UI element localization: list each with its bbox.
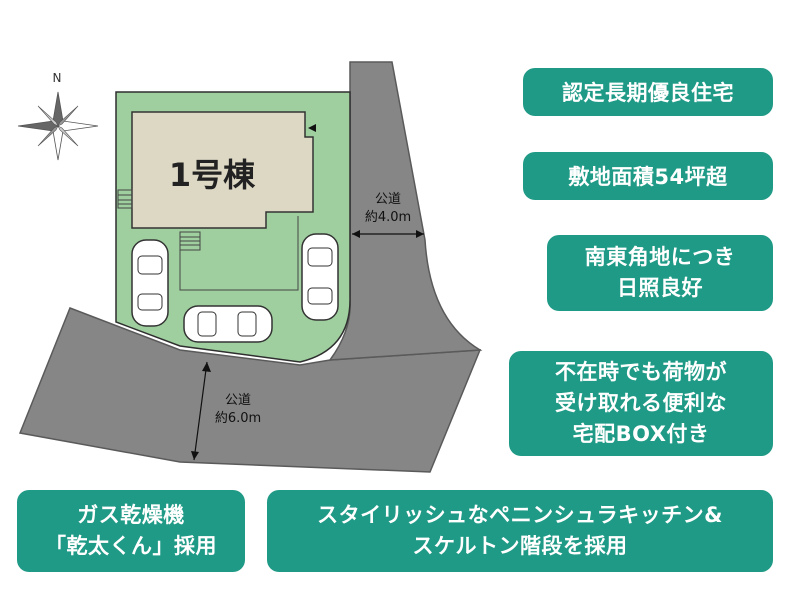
east-road-name: 公道 [375, 192, 401, 207]
feature-badge-long-life-housing: 認定長期優良住宅 [523, 68, 773, 116]
east-road-width: 約4.0m [365, 210, 411, 225]
compass-north-label: N [53, 71, 62, 85]
feature-badge-delivery-box: 不在時でも荷物が 受け取れる便利な 宅配BOX付き [509, 351, 773, 456]
feature-badge-text: スタイリッシュなペニンシュラキッチン& [317, 503, 723, 527]
feature-badge-corner-lot: 南東角地につき 日照良好 [547, 235, 773, 311]
south-road-dimension [191, 361, 211, 461]
building-1 [131, 111, 314, 229]
feature-badge-text: スケルトン階段を採用 [412, 534, 628, 558]
feature-badge-gas-dryer: ガス乾燥機 「乾太くん」採用 [17, 490, 245, 572]
parked-car-1-icon [131, 239, 169, 327]
feature-badge-text: 認定長期優良住宅 [562, 81, 734, 105]
east-road-dimension [352, 230, 424, 238]
east-road [328, 61, 483, 361]
stairs-left-icon [117, 189, 133, 209]
parked-car-2-icon [183, 305, 273, 343]
parked-car-3-icon [301, 233, 339, 321]
stairs-front-icon [179, 231, 201, 251]
feature-badge-text: 南東角地につき [584, 245, 736, 269]
building-label: 1号棟 [169, 156, 256, 194]
feature-badge-text: 不在時でも荷物が [555, 360, 727, 384]
feature-badge-text: 「乾太くん」採用 [45, 534, 217, 558]
feature-badge-text: 日照良好 [617, 276, 703, 300]
feature-badge-text: 受け取れる便利な [555, 391, 727, 415]
feature-badge-text: ガス乾燥機 [77, 503, 185, 527]
feature-badge-kitchen-stairs: スタイリッシュなペニンシュラキッチン& スケルトン階段を採用 [267, 490, 773, 572]
south-road-name: 公道 [225, 393, 251, 408]
feature-badge-text: 敷地面積54坪超 [568, 165, 728, 189]
feature-badge-text: 宅配BOX付き [572, 422, 710, 446]
south-road-width: 約6.0m [215, 411, 261, 426]
feature-badge-site-area: 敷地面積54坪超 [523, 152, 773, 200]
compass-rose-icon [17, 91, 99, 161]
entrance-marker-icon [308, 124, 316, 132]
driveway-outline [179, 216, 299, 291]
